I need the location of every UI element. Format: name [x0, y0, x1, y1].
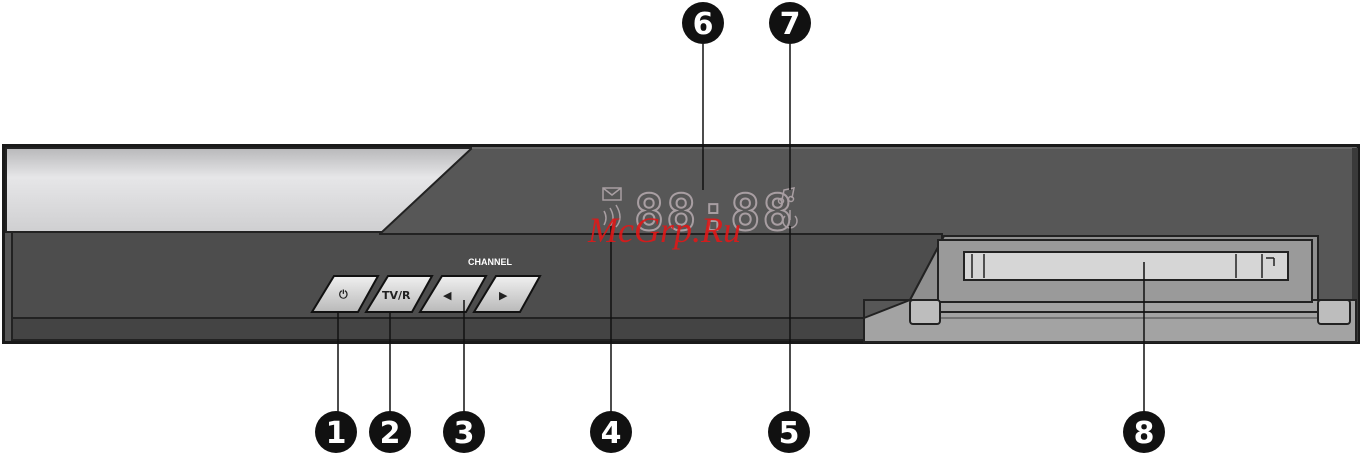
callout-3: 3: [443, 411, 485, 453]
svg-text:6: 6: [693, 7, 714, 42]
bottom-strip: [12, 318, 864, 340]
card-slot[interactable]: [964, 252, 1288, 280]
watermark: McGrp.Ru: [587, 210, 741, 250]
left-arrow-icon: ◀: [443, 289, 452, 302]
svg-text:8: 8: [1134, 416, 1155, 451]
tv-radio-label: TV/R: [382, 289, 411, 302]
svg-text:4: 4: [601, 416, 622, 451]
power-icon: ⏻: [339, 288, 348, 301]
slot-end-cap-left: [910, 300, 940, 324]
right-arrow-icon: ▶: [499, 289, 508, 302]
svg-text:1: 1: [326, 416, 347, 451]
svg-text:2: 2: [380, 416, 401, 451]
card-slot-panel: [864, 236, 1356, 342]
channel-label: CHANNEL: [468, 257, 513, 267]
callout-2: 2: [369, 411, 411, 453]
callout-8: 8: [1123, 411, 1165, 453]
callout-7: 7: [769, 2, 811, 44]
svg-text:7: 7: [780, 7, 801, 42]
svg-text:5: 5: [779, 416, 800, 451]
callout-4: 4: [590, 411, 632, 453]
callout-1: 1: [315, 411, 357, 453]
slot-end-cap-right: [1318, 300, 1350, 324]
callout-5: 5: [768, 411, 810, 453]
svg-text:3: 3: [454, 416, 475, 451]
callout-6: 6: [682, 2, 724, 44]
